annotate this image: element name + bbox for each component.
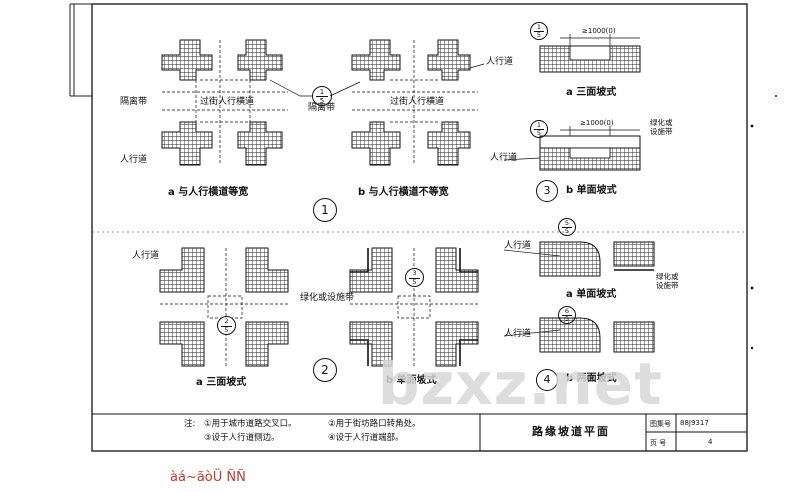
- ref-top: 1: [534, 122, 544, 130]
- label-sidewalk-4a: 人行道: [504, 241, 532, 251]
- ref-bottom: 5: [319, 97, 325, 105]
- atlas-value: 88J9317: [680, 419, 709, 427]
- label-dimension-3b: ≥1000(0): [580, 119, 614, 127]
- title-block-frame: [92, 413, 747, 451]
- label-median: 隔离带: [120, 97, 148, 107]
- panel-3a-plan: [539, 34, 641, 73]
- panel-2a-plan: [159, 247, 289, 367]
- caption-4b: b 两面坡式: [566, 373, 617, 384]
- ref-symbol-6-5: 6 5: [558, 306, 576, 324]
- encoding-stamp: àá~ãòÜ ÑÑ: [170, 470, 246, 485]
- section-number-4: 4: [536, 369, 558, 391]
- label-greenbelt-2b: 绿化或设施带: [300, 293, 355, 303]
- edge-marks: [750, 95, 777, 350]
- caption-1b: b 与人行横道不等宽: [358, 187, 449, 198]
- note-1: ①用于城市道路交叉口。: [204, 419, 297, 429]
- leader-lines: [269, 63, 485, 97]
- watermark: bzxz.net: [378, 350, 663, 418]
- label-sidewalk-3b: 人行道: [490, 153, 518, 163]
- ref-top: 1: [316, 88, 328, 97]
- note-4: ④设于人行道端部。: [328, 433, 404, 443]
- panel-3b-plan: [503, 126, 641, 171]
- caption-4a: a 单面坡式: [566, 289, 617, 300]
- caption-1a: a 与人行横道等宽: [168, 187, 249, 198]
- caption-2b: b 单面坡式: [386, 375, 437, 386]
- label-sidewalk-1a: 人行道: [120, 155, 148, 165]
- corner-block: [161, 39, 283, 166]
- greenbelt-strip: [350, 248, 478, 366]
- caption-2a: a 三面坡式: [196, 377, 247, 388]
- ref-bottom: 5: [224, 325, 229, 334]
- ref-symbol-3-5: 3 5: [405, 268, 424, 287]
- drawing-title: 路缘坡道平面: [532, 425, 610, 438]
- ref-top: 1: [534, 24, 544, 32]
- panel-4b-plan: [503, 317, 655, 353]
- panel-2b-plan: [349, 247, 479, 367]
- label-crosswalk-1b: 过街人行横道: [390, 97, 445, 107]
- notes-prefix: 注:: [184, 419, 196, 429]
- crosswalk-lines: [350, 248, 478, 366]
- crosswalk-lines: [162, 40, 288, 165]
- label-sidewalk-2a: 人行道: [132, 251, 160, 261]
- label-crosswalk-1a: 过街人行横道: [200, 97, 255, 107]
- label-dimension-3a: ≥1000(0): [582, 27, 616, 35]
- label-greenbelt-3b: 绿化或 设施带: [650, 118, 673, 136]
- section-number-1: 1: [313, 198, 337, 222]
- ref-symbol-2-5: 2 5: [217, 316, 236, 335]
- label-sidewalk-4b: 人行道: [504, 329, 532, 339]
- page-label: 页 号: [650, 439, 667, 447]
- caption-3a: a 三面坡式: [566, 87, 617, 98]
- panel-1a-plan: [161, 39, 288, 166]
- sheet-border: [69, 3, 748, 452]
- ref-top: 2: [221, 317, 232, 327]
- section-number-3: 3: [536, 180, 558, 202]
- panel-4a-plan: [503, 241, 655, 277]
- note-2: ②用于街坊路口转角处。: [328, 419, 421, 429]
- caption-3b: b 单面坡式: [566, 185, 617, 196]
- corner-block: [159, 247, 289, 367]
- ref-bottom: 5: [564, 227, 570, 235]
- ref-bottom: 5: [564, 315, 570, 323]
- crosswalk-lines: [160, 248, 288, 366]
- ref-bottom: 5: [412, 277, 417, 286]
- ref-symbol-1-5-center: 1 5: [312, 86, 332, 106]
- note-3: ③设于人行道侧边。: [204, 433, 280, 443]
- ref-bottom: 5: [536, 129, 542, 137]
- label-sidewalk-1b: 人行道: [486, 57, 514, 67]
- page-value: 4: [708, 438, 713, 446]
- ref-top: 6: [562, 308, 572, 316]
- label-greenbelt-4a: 绿化或 设施带: [656, 272, 679, 290]
- corner-block: [349, 247, 479, 367]
- ref-symbol-1-5-3b: 1 5: [530, 120, 548, 138]
- crosswalk-lines: [352, 40, 478, 165]
- ref-symbol-5-5: 5 5: [558, 218, 576, 236]
- ref-bottom: 5: [536, 31, 542, 39]
- label-median-1b: 隔离带: [308, 103, 336, 113]
- section-number-2: 2: [313, 358, 337, 382]
- ref-top: 5: [562, 220, 572, 228]
- corner-block: [351, 39, 471, 166]
- atlas-label: 图集号: [650, 420, 671, 428]
- ref-top: 3: [409, 269, 420, 279]
- panel-1b-plan: [351, 39, 478, 166]
- ref-symbol-1-5-3a: 1 5: [530, 22, 548, 40]
